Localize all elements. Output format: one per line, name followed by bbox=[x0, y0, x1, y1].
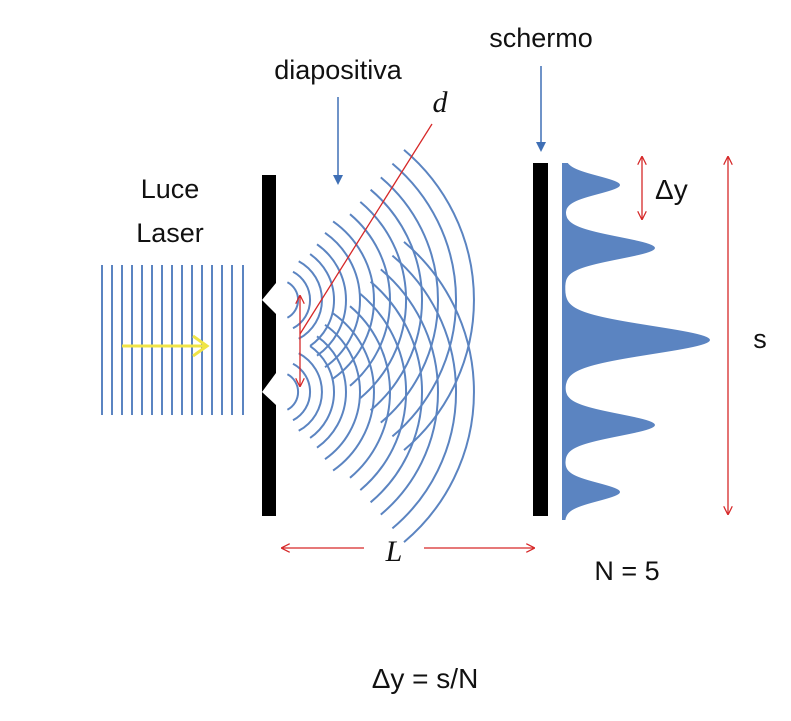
diffraction-arc bbox=[369, 280, 424, 504]
laser-wavefronts bbox=[101, 265, 244, 415]
diffraction-arc bbox=[403, 241, 475, 543]
diffraction-arc bbox=[369, 188, 424, 412]
diffraction-arc bbox=[292, 270, 311, 330]
double-slit-slide bbox=[262, 175, 276, 516]
screen-label: schermo bbox=[489, 23, 593, 53]
diffraction-arc bbox=[316, 243, 347, 357]
fringe-count-label: N = 5 bbox=[594, 556, 659, 586]
diffraction-arc bbox=[286, 373, 300, 411]
diffraction-arc bbox=[324, 231, 361, 369]
diffraction-arc bbox=[349, 305, 391, 479]
light-label-line2: Laser bbox=[136, 218, 204, 248]
diffraction-arc bbox=[309, 253, 336, 347]
diffraction-arc bbox=[324, 323, 361, 461]
diffraction-arc bbox=[332, 220, 375, 380]
diffraction-arc bbox=[316, 335, 347, 449]
slit-distance-label: d bbox=[433, 86, 449, 119]
slit-distance-leader bbox=[299, 123, 433, 335]
slide-label: diapositiva bbox=[274, 55, 403, 85]
formula-label: Δy = s/N bbox=[372, 663, 479, 694]
screen-extent-label: s bbox=[753, 324, 767, 354]
diffraction-arc bbox=[380, 268, 439, 516]
laser-direction-arrow bbox=[122, 334, 210, 358]
screen-bar bbox=[533, 163, 548, 516]
diffraction-arc bbox=[391, 162, 458, 438]
distance-label: L bbox=[385, 535, 403, 568]
diffraction-arc bbox=[332, 312, 375, 472]
diffraction-arc bbox=[298, 352, 323, 432]
diffraction-arc bbox=[380, 176, 439, 424]
diffraction-arc bbox=[286, 281, 300, 319]
diffraction-arc bbox=[359, 201, 408, 399]
diffraction-arc bbox=[349, 213, 391, 387]
diffraction-arc bbox=[391, 254, 458, 530]
fringe-spacing-label: Δy bbox=[655, 174, 688, 205]
light-label-line1: Luce bbox=[141, 174, 200, 204]
diffraction-arc bbox=[292, 362, 311, 422]
diffraction-arc bbox=[309, 345, 336, 439]
diffraction-arc bbox=[359, 293, 408, 491]
intensity-profile bbox=[562, 163, 710, 520]
diffracted-wavefronts bbox=[286, 149, 475, 543]
